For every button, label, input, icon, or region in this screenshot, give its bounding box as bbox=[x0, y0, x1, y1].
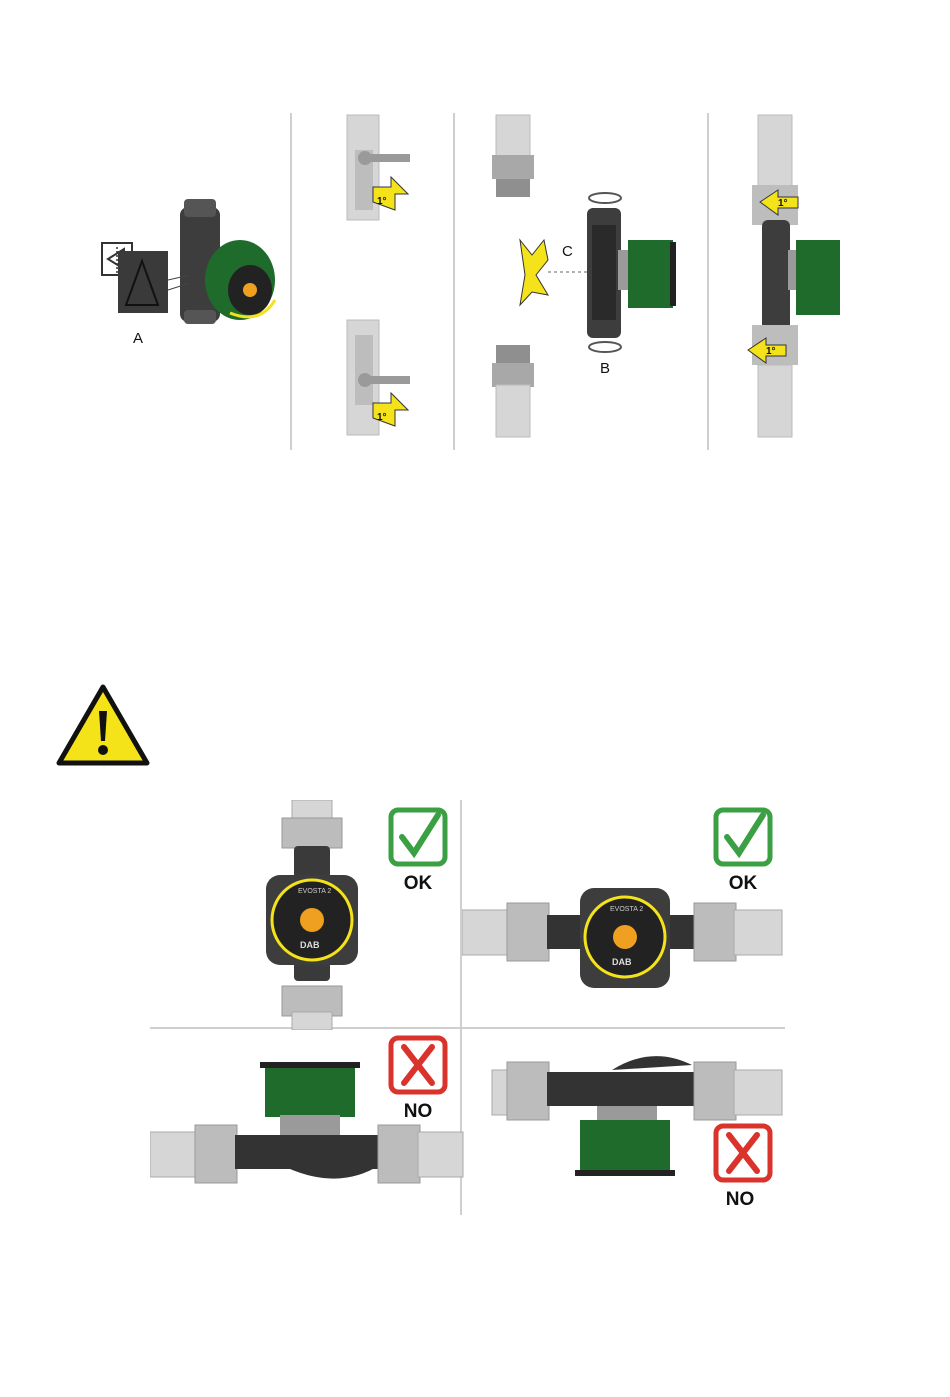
pump-with-flow-symbol bbox=[90, 195, 290, 345]
warning-icon bbox=[55, 683, 151, 767]
pump-brand-text: DAB bbox=[300, 940, 320, 950]
cross-icon bbox=[388, 1035, 448, 1095]
divider bbox=[707, 113, 709, 450]
arrow-1-text: 1° bbox=[377, 196, 387, 207]
valves-close: 1° 1° bbox=[335, 110, 445, 440]
arrow-2-text: 1° bbox=[377, 412, 387, 423]
arrow-3-text: 1° bbox=[778, 198, 788, 209]
pump-horizontal-facing: EVOSTA 2 DAB bbox=[462, 885, 787, 995]
installation-figure: A 1° 1° bbox=[0, 0, 950, 460]
no-label: NO bbox=[710, 1189, 770, 1211]
pump-tightened: 1° 1° bbox=[730, 110, 860, 440]
label-b: B bbox=[600, 360, 610, 377]
orientation-guide: EVOSTA 2 DAB OK EVOSTA 2 DAB OK bbox=[140, 795, 790, 1220]
check-icon bbox=[713, 807, 773, 867]
pump-brand-text: DAB bbox=[612, 957, 632, 967]
divider bbox=[290, 113, 292, 450]
label-a: A bbox=[133, 330, 143, 347]
pump-install-exploded bbox=[470, 110, 700, 440]
pump-vertical: EVOSTA 2 DAB bbox=[260, 800, 370, 1030]
check-icon bbox=[388, 807, 448, 867]
pump-model-text: EVOSTA 2 bbox=[610, 906, 643, 913]
cross-icon bbox=[713, 1123, 773, 1183]
divider bbox=[453, 113, 455, 450]
ok-label: OK bbox=[388, 873, 448, 895]
no-label: NO bbox=[388, 1101, 448, 1123]
ok-label: OK bbox=[713, 873, 773, 895]
arrow-4-text: 1° bbox=[766, 346, 776, 357]
label-c: C bbox=[562, 243, 573, 260]
pump-model-text: EVOSTA 2 bbox=[298, 888, 331, 895]
divider bbox=[150, 1027, 785, 1029]
